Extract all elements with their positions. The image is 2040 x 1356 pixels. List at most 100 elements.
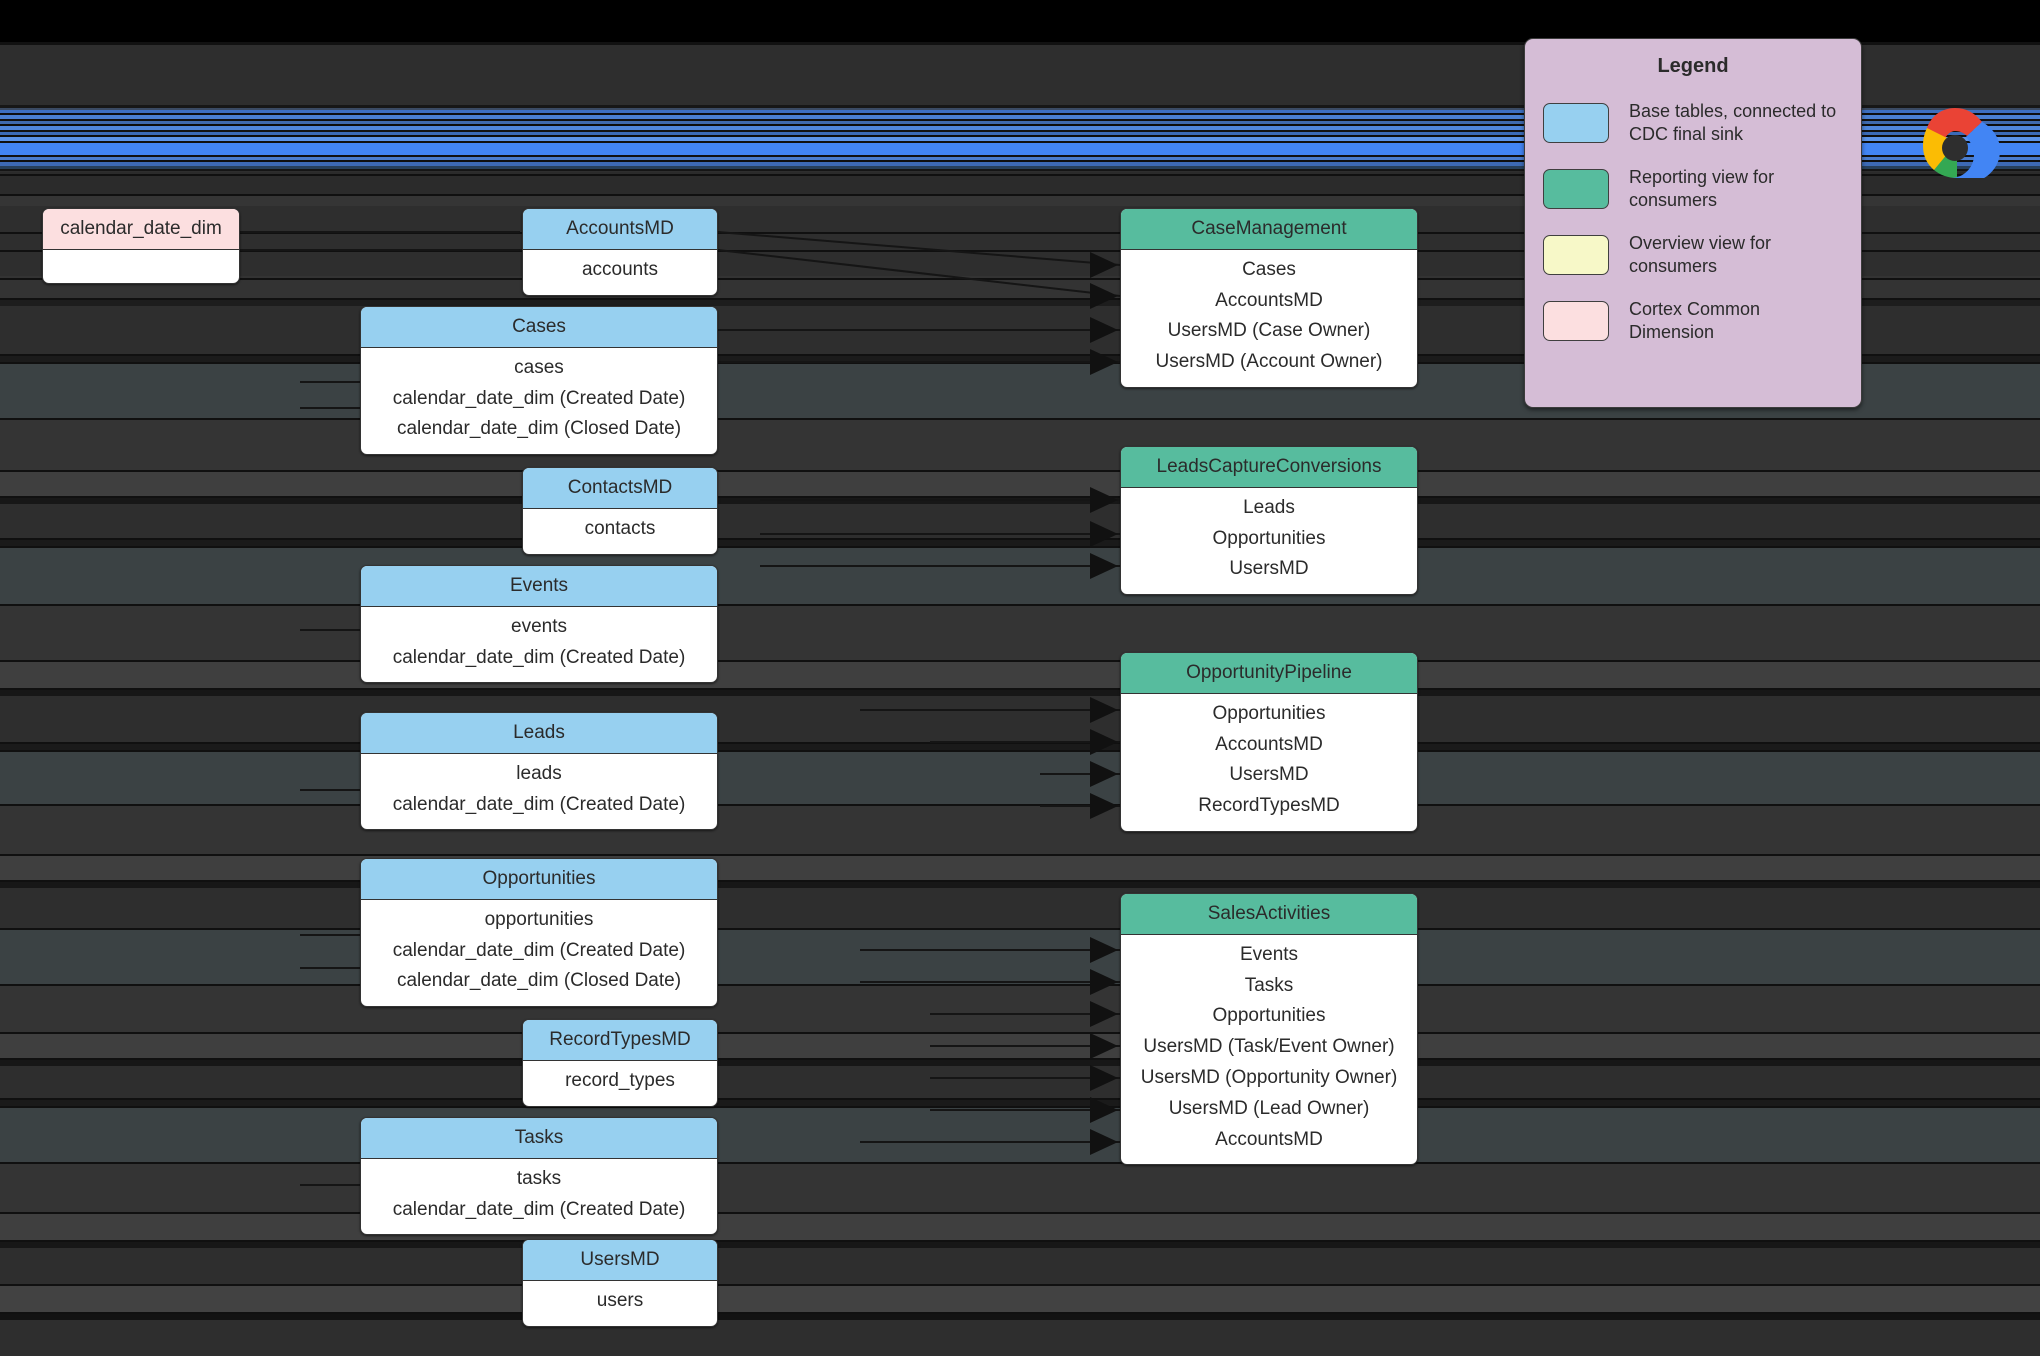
- entity-rows: leads calendar_date_dim (Created Date): [361, 754, 717, 830]
- scanline-band: [0, 1286, 2040, 1314]
- blue-streak-line: [0, 115, 2040, 119]
- scanline-band: [0, 420, 2040, 472]
- entity-row: events: [511, 615, 567, 637]
- entity-node-leads[interactable]: Leads leads calendar_date_dim (Created Dat…: [360, 712, 718, 831]
- entity-row: opportunities: [484, 908, 594, 930]
- entity-node-usersmd[interactable]: UsersMD users: [522, 1239, 718, 1327]
- blue-streak-line: [0, 105, 2040, 108]
- legend-item-reporting-view: Reporting view for consumers: [1543, 166, 1843, 211]
- entity-rows: [43, 250, 239, 283]
- legend-panel: Legend Base tables, connected to CDC fin…: [1524, 38, 1862, 408]
- scanline-hairline: [0, 496, 2040, 498]
- scanline-hairline: [0, 804, 2040, 806]
- entity-row: Opportunities: [1212, 1005, 1326, 1027]
- entity-node-calendar_date_dim[interactable]: calendar_date_dim: [42, 208, 240, 284]
- entity-row: Leads: [1243, 496, 1295, 518]
- scanline-hairline: [0, 1312, 2040, 1314]
- scanline-hairline: [0, 1162, 2040, 1164]
- entity-row: record_types: [565, 1069, 675, 1091]
- entity-title: RecordTypesMD: [523, 1020, 717, 1061]
- entity-row: calendar_date_dim (Created Date): [392, 939, 686, 961]
- scanline-hairline: [0, 1212, 2040, 1214]
- scanline-hairline: [0, 470, 2040, 472]
- legend-label: Reporting view for consumers: [1629, 167, 1775, 210]
- entity-row: UsersMD (Lead Owner): [1168, 1097, 1370, 1119]
- scanline-band: [0, 1214, 2040, 1242]
- scanline-band: [0, 930, 2040, 986]
- entity-row: UsersMD (Case Owner): [1167, 320, 1371, 342]
- google-cloud-logo: [1900, 100, 2010, 200]
- entity-row: Opportunities: [1212, 702, 1326, 724]
- entity-row: users: [596, 1289, 644, 1311]
- entity-title: Leads: [361, 713, 717, 754]
- scanline-hairline: [0, 854, 2040, 856]
- entity-row: calendar_date_dim (Created Date): [392, 1198, 686, 1220]
- scanline-band: [0, 606, 2040, 662]
- scanline-hairline: [0, 546, 2040, 548]
- blue-streak-line: [0, 155, 2040, 157]
- entity-row: UsersMD (Account Owner): [1155, 351, 1383, 373]
- entity-row: calendar_date_dim (Closed Date): [396, 970, 682, 992]
- blue-streak-line: [0, 157, 2040, 160]
- blue-streak-line: [0, 137, 2040, 141]
- scanline-band: [0, 690, 2040, 696]
- entity-row: calendar_date_dim (Closed Date): [396, 418, 682, 440]
- entity-row: Cases: [1242, 258, 1296, 280]
- blue-streak-line: [0, 132, 2040, 135]
- blue-streak-line: [0, 126, 2040, 130]
- scanline-hairline: [0, 418, 2040, 420]
- entity-row: AccountsMD: [1215, 1128, 1323, 1150]
- blue-streak-line: [0, 169, 2040, 171]
- scanline-band: [0, 498, 2040, 504]
- entity-row: Events: [1239, 943, 1299, 965]
- scanline-hairline: [0, 928, 2040, 930]
- scanline-hairline: [0, 1032, 2040, 1034]
- entity-rows: tasks calendar_date_dim (Created Date): [361, 1159, 717, 1235]
- blue-streak-line: [0, 130, 2040, 132]
- legend-swatch-cortex-dimension: [1543, 300, 1609, 341]
- entity-row: accounts: [581, 258, 659, 280]
- entity-row: Opportunities: [1212, 527, 1326, 549]
- top-bar-edge: [0, 42, 2040, 45]
- entity-row: calendar_date_dim (Created Date): [392, 793, 686, 815]
- scanline-hairline: [0, 750, 2040, 752]
- blue-streak-line: [0, 110, 2040, 113]
- entity-rows: accounts: [523, 250, 717, 295]
- blue-streak-line: [0, 124, 2040, 126]
- scanline-band: [0, 1164, 2040, 1214]
- entity-row: RecordTypesMD: [1198, 795, 1340, 817]
- scanline-hairline: [0, 688, 2040, 690]
- top-black-bar: [0, 0, 2040, 42]
- entity-node-recordtypesmd[interactable]: RecordTypesMD record_types: [522, 1019, 718, 1107]
- blue-streak-line: [0, 108, 2040, 110]
- scanline-band: [0, 548, 2040, 606]
- scanline-band: [0, 882, 2040, 888]
- entity-row: tasks: [516, 1167, 562, 1189]
- blue-streak-line: [0, 119, 2040, 121]
- scanline-band: [0, 744, 2040, 750]
- entity-title: UsersMD: [523, 1240, 717, 1281]
- entity-row: leads: [516, 762, 562, 784]
- entity-rows: users: [523, 1281, 717, 1326]
- legend-label: Base tables, connected to CDC final sink: [1629, 101, 1837, 144]
- scanline-hairline: [0, 1058, 2040, 1060]
- scanline-band: [0, 662, 2040, 690]
- scanline-band: [0, 1034, 2040, 1060]
- scanline-band: [0, 856, 2040, 882]
- entity-row: Tasks: [1244, 974, 1294, 996]
- entity-row: calendar_date_dim (Created Date): [392, 387, 686, 409]
- scanline-hairline: [0, 1106, 2040, 1108]
